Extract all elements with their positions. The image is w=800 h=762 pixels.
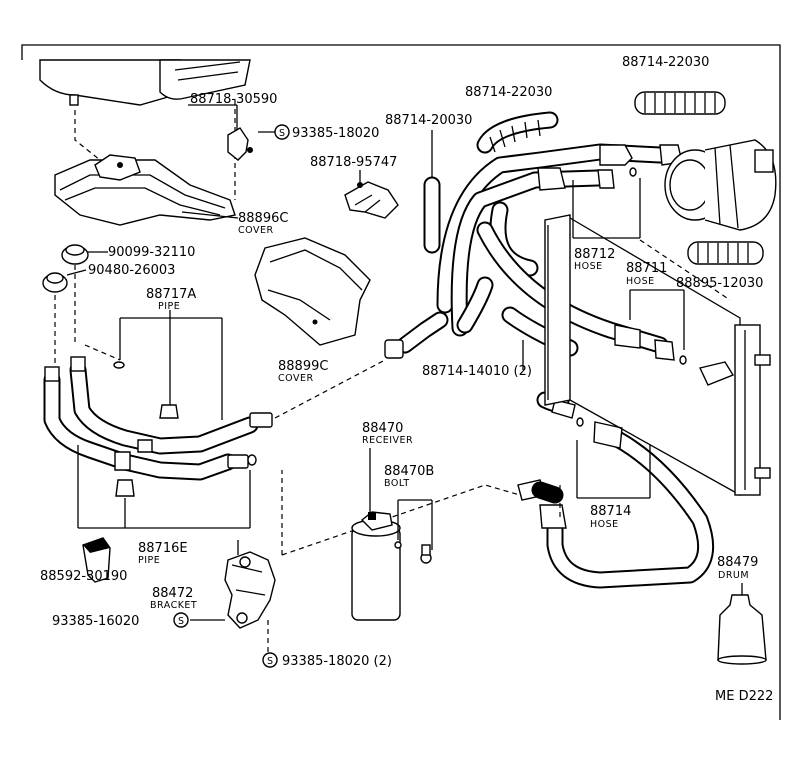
hose-88714-22030 [476,111,559,154]
clamp-88718-30590 [188,104,253,161]
label-88714-20030: 88714-20030 [385,113,472,128]
label-bracket: BRACKET [150,600,197,611]
label-88896c: 88896C [238,211,288,226]
label-93385-18020-b: 93385-18020 (2) [282,654,392,669]
cover-88896c [54,154,239,226]
hose-88895-12030 [687,241,764,265]
bolt-88470b [394,499,433,564]
evaporator-unit [39,59,251,106]
grommet-90099-32110 [61,244,108,265]
label-88714-22030-a: 88714-22030 [465,85,552,100]
s-symbol-label: S [267,656,274,667]
label-88895-12030: 88895-12030 [676,276,763,291]
label-88711: 88711 [626,261,667,276]
label-88472: 88472 [152,586,193,601]
leader-line [274,359,386,419]
s-symbol-icon [262,652,278,668]
pipe-assembly-left [43,356,273,497]
s-symbol-label: S [279,128,286,139]
label-93385-16020: 93385-16020 [52,614,139,629]
label-88712: 88712 [574,247,615,262]
label-hose-b: HOSE [626,276,655,287]
label-hose-a: HOSE [574,261,603,272]
label-88592-30190: 88592-30190 [40,569,127,584]
label-bolt: BOLT [384,478,410,489]
hose-88714-22030-b [634,91,726,115]
label-pipe-b: PIPE [138,555,160,566]
s-symbol-icon [173,612,189,628]
label-93385-18020: 93385-18020 [292,126,379,141]
label-88470: 88470 [362,421,403,436]
diagram-code: ME D222 [715,689,773,704]
leader-line [281,484,521,556]
pipe-88717a-bracket [113,310,223,420]
pipe-88716e-bracket [77,445,251,529]
leader-line [74,110,101,161]
grommet-90480-26003 [42,269,87,293]
label-cover-b: COVER [278,373,314,384]
main-hose-bundle [384,143,683,359]
label-90480-26003: 90480-26003 [88,263,175,278]
callout-brackets [522,178,731,520]
cover-88899c [254,237,371,346]
cap-88592-30190 [82,537,111,583]
label-88714-22030-b: 88714-22030 [622,55,709,70]
label-88714: 88714 [590,504,631,519]
label-88718-30590: 88718-30590 [190,92,277,107]
clamp-88718-95747 [344,170,399,219]
label-88479: 88479 [717,555,758,570]
label-receiver: RECEIVER [362,435,413,446]
label-hose-c: HOSE [590,519,619,530]
compressor [664,139,777,231]
label-88717a: 88717A [146,287,196,302]
condenser [544,214,771,497]
label-pipe-a: PIPE [158,301,180,312]
s-symbol-label: S [178,616,185,627]
label-88470b: 88470B [384,464,434,479]
receiver-88470 [351,448,401,621]
label-drum: DRUM [718,570,749,581]
label-88718-95747: 88718-95747 [310,155,397,170]
label-88899c: 88899C [278,359,328,374]
frame-border [21,44,781,720]
label-88716e: 88716E [138,541,188,556]
label-88714-14010: 88714-14010 (2) [422,364,532,379]
leader-line [84,344,121,361]
drum-88479 [717,583,767,665]
bracket-88472 [190,540,276,655]
label-90099-32110: 90099-32110 [108,245,195,260]
label-cover-a: COVER [238,225,274,236]
